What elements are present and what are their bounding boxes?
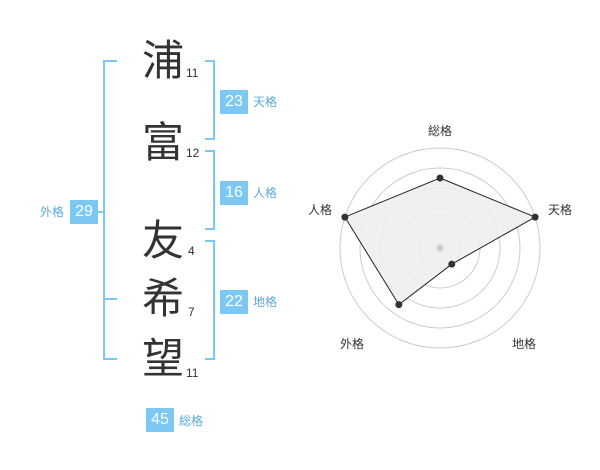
chikaku-value: 22	[220, 290, 248, 314]
stroke-count-2: 12	[186, 146, 200, 160]
radar-point	[448, 260, 456, 268]
radar-point	[341, 213, 349, 221]
name-char-5: 望	[142, 334, 185, 383]
gaikaku-connector	[98, 211, 105, 213]
name-char-4: 希	[142, 274, 185, 323]
chikaku-bracket	[205, 240, 215, 360]
soukaku-label: 総格	[179, 414, 204, 428]
tenkaku-label: 天格	[253, 95, 278, 109]
jinkaku-label: 人格	[253, 186, 278, 200]
gaikaku-value: 29	[70, 200, 98, 224]
radar-point	[395, 301, 403, 309]
tenkaku-value: 23	[220, 90, 248, 114]
name-char-3: 友	[142, 216, 185, 265]
radar-axis-label-jinkaku: 人格	[308, 203, 333, 217]
radar-ring	[339, 147, 541, 349]
gaikaku-bracket	[103, 60, 117, 360]
stroke-count-5: 11	[186, 366, 199, 380]
radar-axis-label-chikaku: 地格	[512, 337, 537, 351]
tenkaku-bracket	[205, 60, 215, 140]
gaikaku-bracket-tick	[103, 298, 117, 300]
name-char-2: 富	[142, 118, 185, 167]
radar-axis-label-soukaku: 総格	[428, 124, 453, 138]
radar-point	[436, 174, 444, 182]
radar-polygon	[344, 177, 537, 306]
stroke-count-4: 7	[188, 305, 195, 319]
name-char-1: 浦	[142, 36, 185, 85]
stroke-count-1: 11	[186, 66, 199, 80]
radar-center	[436, 244, 444, 252]
stroke-count-3: 4	[188, 244, 195, 258]
radar-point	[531, 213, 539, 221]
radar-axis-label-tenkaku: 天格	[548, 203, 573, 217]
radar-ring	[359, 167, 521, 329]
radar-axis-label-gaikaku: 外格	[340, 337, 365, 351]
jinkaku-value: 16	[220, 181, 248, 205]
chikaku-label: 地格	[253, 295, 278, 309]
jinkaku-bracket	[205, 150, 215, 230]
gaikaku-label: 外格	[40, 205, 65, 219]
soukaku-value: 45	[146, 408, 174, 432]
